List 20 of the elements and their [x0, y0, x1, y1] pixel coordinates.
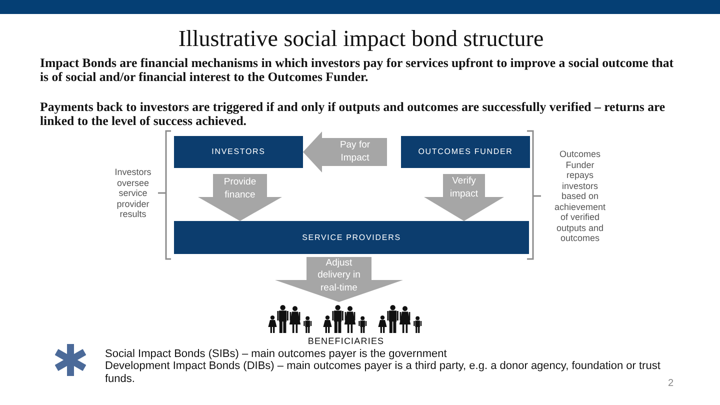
entity-box	[174, 221, 529, 254]
footnote-text: Social Impact Bonds (SIBs) – main outcomes payer is the government	[105, 348, 447, 360]
box-label: SERVICE PROVIDERS	[302, 232, 401, 242]
arrow-label: Provide finance	[222, 176, 258, 202]
footnote-text: Development Impact Bonds (DIBs) – main outcomes payer is a third party, e.g. a donor agency, foundation or trust funds.	[105, 360, 662, 385]
arrow-label: Verify impact	[449, 176, 479, 200]
arrow-label: Adjust delivery in real-time	[316, 256, 362, 294]
entity-box	[174, 136, 303, 168]
box-label: OUTCOMES FUNDER	[418, 147, 513, 157]
annotation-text: Outcomes Funder repays investors based on achievement of verified outputs and outcomes	[553, 148, 607, 244]
block-arrow	[275, 254, 403, 302]
group-label: BENEFICIARIES	[308, 336, 384, 347]
annotation-text: Investors oversee service provider results	[114, 166, 152, 220]
arrow-label: Pay for Impact	[338, 140, 372, 164]
intro-paragraph: Payments back to investors are triggered if and only if outputs and outcomes are successfully verified – returns are linked to the level of success achieved.	[40, 100, 666, 128]
entity-box	[401, 136, 530, 168]
title: Illustrative social impact bond structure	[178, 26, 544, 52]
page-number: 2	[668, 378, 674, 390]
box-label: INVESTORS	[212, 147, 266, 157]
intro-paragraph: Impact Bonds are financial mechanisms in which investors pay for services upfront to improve a social outcome that is of social and/or financial interest to the Outcomes Funder.	[40, 56, 675, 84]
